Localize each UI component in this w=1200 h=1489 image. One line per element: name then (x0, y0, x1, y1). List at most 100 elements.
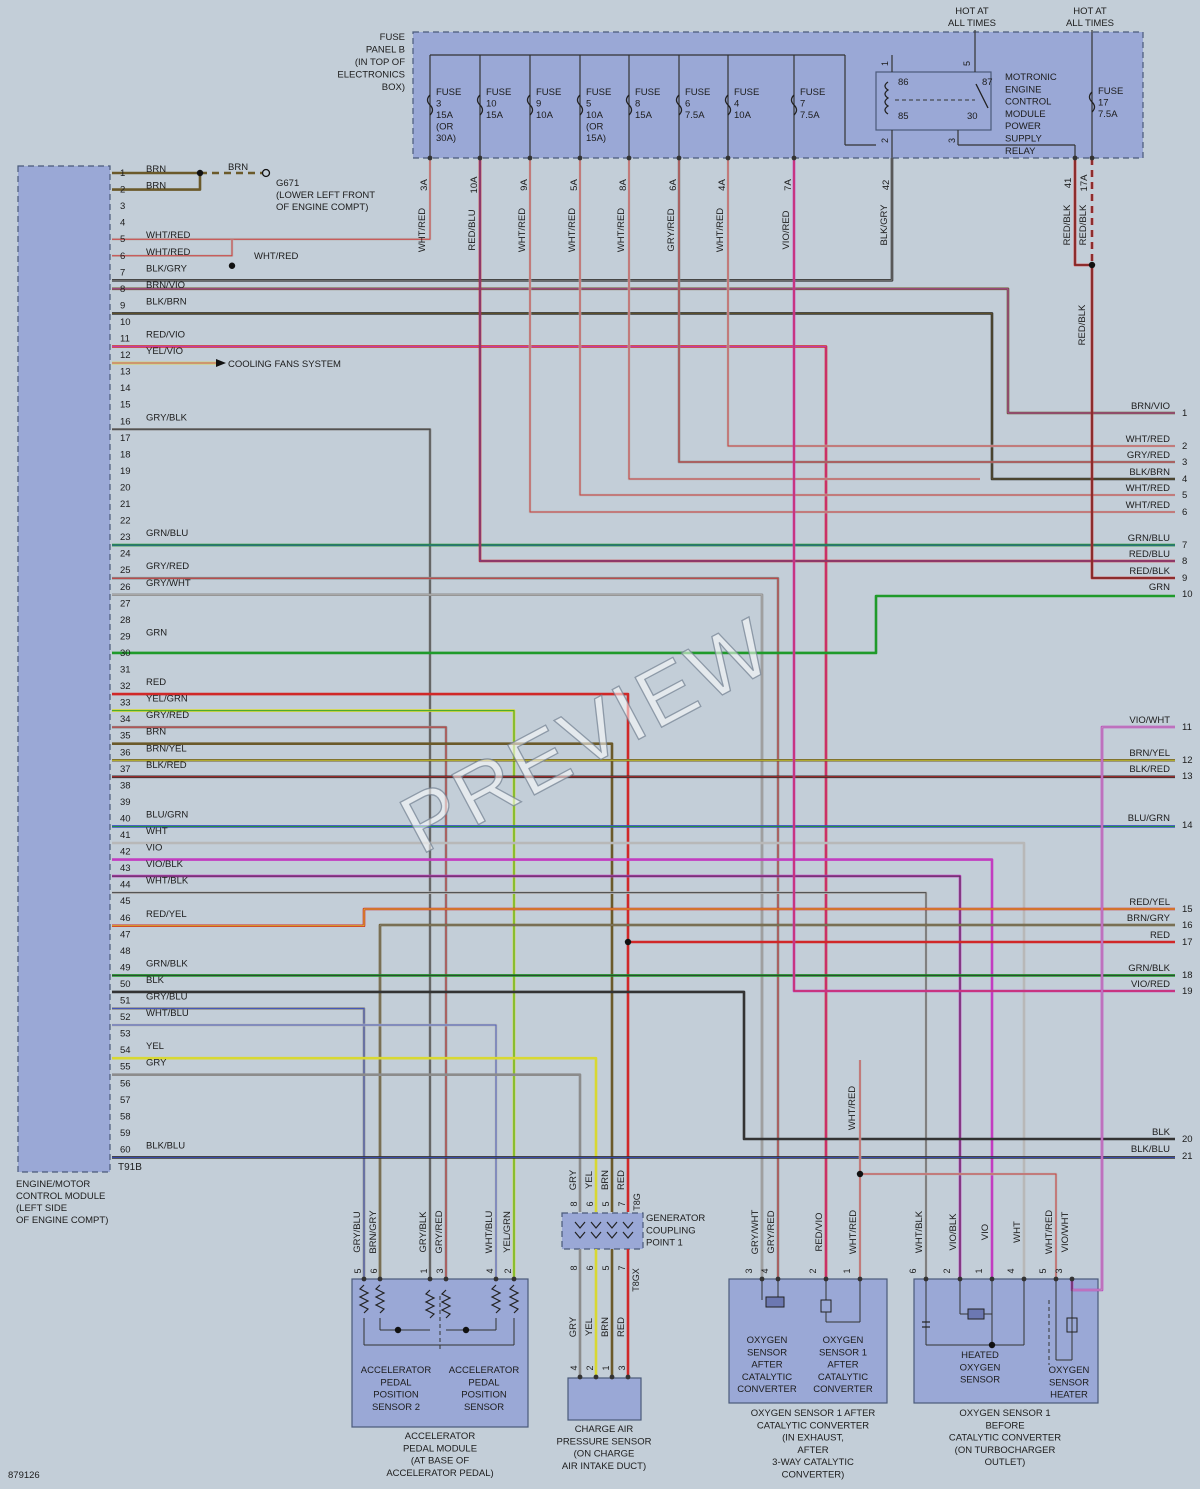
fuse-label-line: 6 (685, 99, 690, 110)
fuse-terminal (1089, 155, 1095, 161)
fuse17-wire2: RED/BLK (1078, 204, 1089, 245)
right-pin-color: BLK (1152, 1127, 1171, 1138)
wire-pin29 (112, 594, 1175, 655)
ecm-pin-number: 38 (120, 780, 131, 791)
o2a-wire-label: GRY/WHT (750, 1209, 761, 1254)
fuse-output-id: 7A (783, 179, 794, 191)
ecm-pin-number: 36 (120, 747, 131, 758)
gen-pin-top: 6 (585, 1201, 595, 1206)
gen-coupling-label-line: POINT 1 (646, 1238, 683, 1249)
wire-pin35 (112, 742, 614, 1212)
accel-terminal (493, 1276, 499, 1282)
ecm-pin-number: 17 (120, 433, 131, 444)
fuse-icon (426, 94, 434, 116)
fuse-label-line: 5 (586, 99, 591, 110)
relay-label-line: ENGINE (1005, 84, 1041, 95)
o2b-pin-number: 2 (942, 1268, 952, 1273)
relay-pin-5: 5 (962, 61, 972, 66)
gen-connector-top: T8G (632, 1193, 642, 1211)
fuse-output-wire: WHT/RED (616, 208, 627, 252)
o2b-sensor-label-line: SENSOR (960, 1375, 1000, 1386)
ecm-pin-number: 57 (120, 1095, 131, 1106)
splice-dot (1088, 261, 1096, 269)
accel-sensor1-label-line: POSITION (461, 1390, 507, 1401)
charge-air-terminal (577, 1374, 583, 1380)
ecm-pin-number: 11 (120, 334, 130, 345)
ecm-pin-color: BRN/YEL (146, 743, 187, 754)
fuse-label-line: FUSE (734, 87, 759, 98)
wire-fuse6-stripe (678, 158, 1175, 463)
ecm-pin-number: 40 (120, 813, 131, 824)
fuse-label-line: 7.5A (685, 110, 705, 121)
accel-pin-number: 4 (485, 1268, 495, 1273)
fuse17-wire3: RED/BLK (1077, 304, 1088, 345)
o2b-location-label-line: CATALYTIC CONVERTER (949, 1433, 1061, 1444)
accel-sensor1-label-line: PEDAL (468, 1377, 499, 1388)
o2a-location-label-line: (IN EXHAUST, (782, 1433, 844, 1444)
right-pin-color: RED/BLU (1129, 549, 1170, 560)
o2a-sensor-label-line: OXYGEN (747, 1335, 788, 1346)
gen-wire-bottom: RED (616, 1317, 627, 1337)
ecm-pin-number: 55 (120, 1062, 131, 1073)
ecm-label-line: ENGINE/MOTOR (16, 1179, 90, 1190)
ecm-pin-number: 20 (120, 482, 131, 493)
fuse-label-line: 10A (586, 110, 604, 121)
fuse17-out1: 41 (1063, 178, 1074, 189)
fuse-label-line: FUSE (685, 87, 710, 98)
o2a-sensor1-label-line: OXYGEN (823, 1335, 864, 1346)
o2b-location-label-line: OUTLET) (985, 1457, 1026, 1468)
wire-pin33-stripe (112, 710, 515, 1278)
accel-splice (462, 1326, 470, 1334)
ecm-box (17, 165, 111, 1173)
connector-icon (606, 1221, 618, 1229)
right-pin-number: 10 (1182, 589, 1193, 600)
accel-terminal (377, 1276, 383, 1282)
relay-terminal-87: 87 (982, 77, 993, 88)
gen-wire-top: YEL (584, 1171, 595, 1189)
ecm-pin-color: WHT/RED (146, 247, 190, 258)
wire-fuse7-stripe (793, 158, 1175, 992)
o2a-wire-label: RED/VIO (814, 1212, 825, 1251)
fuse-label-line: FUSE (586, 87, 611, 98)
gen-wire-top: GRY (568, 1169, 579, 1190)
fuse-output-wire: VIO/RED (781, 210, 792, 249)
wire-pin32 (112, 692, 630, 1212)
splices (196, 169, 1096, 1349)
fuse-output-wire: RED/BLU (467, 209, 478, 250)
o2b-wire-label: WHT/BLK (914, 1210, 925, 1253)
cooling-fans-label: COOLING FANS SYSTEM (228, 359, 341, 370)
fuse-label-line: 8 (635, 99, 640, 110)
accel-splice (394, 1326, 402, 1334)
fuse-output-wire: WHT/RED (567, 208, 578, 252)
ecm-pin-number: 47 (120, 929, 131, 940)
fuse-icon (1088, 91, 1096, 113)
hot-at-all-times-1-line: ALL TIMES (948, 18, 996, 29)
charge-air-label-line: AIR INTAKE DUCT) (562, 1461, 646, 1472)
fuse-label-line: FUSE (536, 87, 561, 98)
wire-pin7-relay (112, 158, 894, 282)
wire-pin1-2 (112, 171, 202, 191)
ecm-pin-number: 37 (120, 764, 131, 775)
o2-before-box (913, 1278, 1099, 1404)
ecm-pin-color: BLK (146, 975, 165, 986)
fuse-label-line: 15A (486, 110, 504, 121)
accel-terminal (443, 1276, 449, 1282)
wire-pin44 (112, 891, 928, 1278)
ecm-pin-number: 50 (120, 979, 131, 990)
charge-air-pin: 1 (601, 1365, 611, 1370)
gen-wire-top: RED (616, 1170, 627, 1190)
right-pin-number: 19 (1182, 986, 1193, 997)
right-pin-number: 11 (1182, 722, 1192, 733)
ecm-pin-number: 2 (120, 185, 125, 196)
accel-sensor1-label-line: ACCELERATOR (449, 1365, 520, 1376)
fuse-label-line: FUSE (436, 87, 461, 98)
ecm-pin-color: WHT (146, 826, 168, 837)
wire-right11-stripe (1101, 726, 1175, 1278)
right-pin-number: 21 (1182, 1151, 1193, 1162)
gen-pin-bottom: 7 (617, 1265, 627, 1270)
charge-air-label-line: (ON CHARGE (574, 1449, 635, 1460)
ecm-pin-number: 48 (120, 946, 131, 957)
wire-fuse7 (792, 158, 1175, 993)
o2b-sensor-label-line: HEATED (961, 1350, 999, 1361)
right-pin-color: RED/YEL (1129, 897, 1170, 908)
